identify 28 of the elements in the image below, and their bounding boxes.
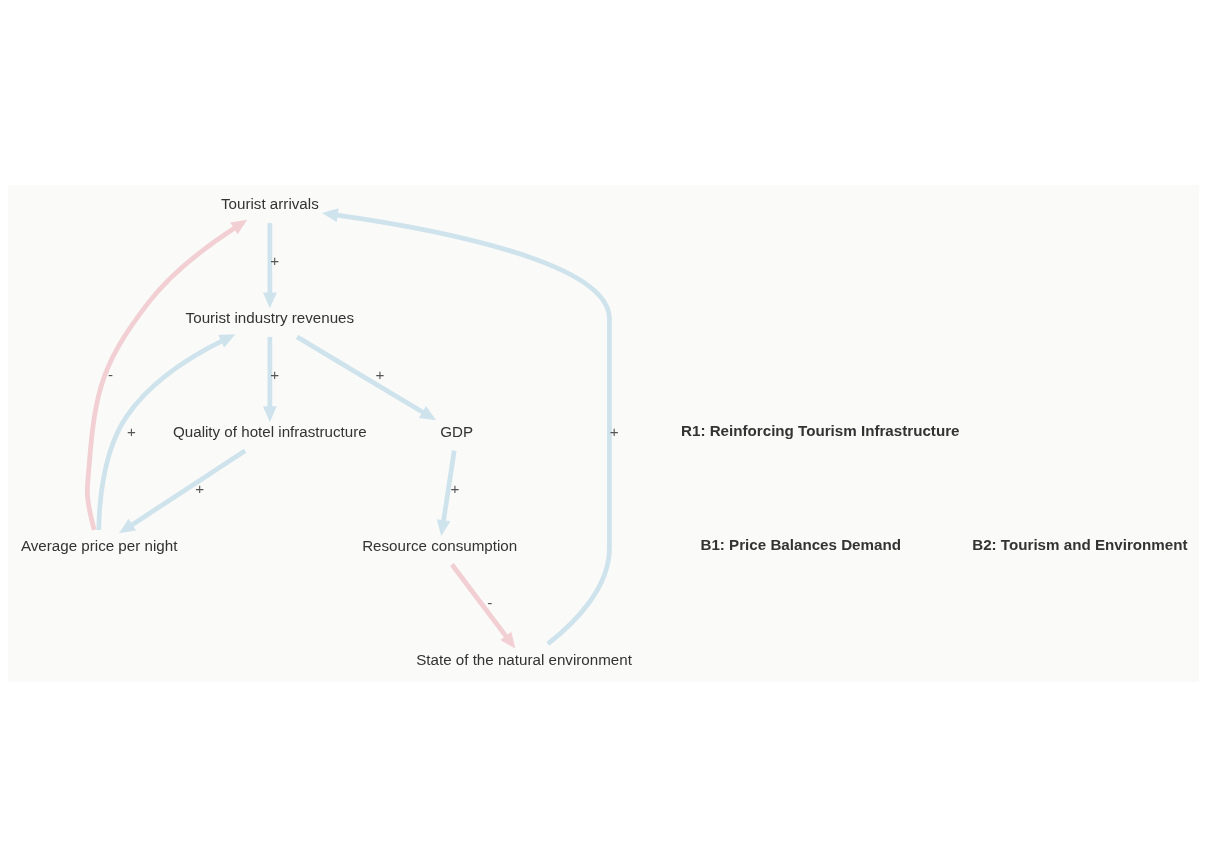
node-text: GDP: [440, 422, 474, 440]
edge-label: +: [450, 479, 460, 497]
arrow: [262, 336, 277, 422]
arrow: [84, 219, 248, 530]
node-text: Average price per night: [20, 536, 178, 554]
arrow: [450, 562, 516, 649]
arrow: [96, 333, 236, 530]
arrow: [262, 222, 277, 308]
node-text: State of the natural environment: [416, 650, 632, 668]
arrow: [436, 449, 457, 536]
label: R1: Reinforcing Tourism Infrastructure: [681, 421, 960, 439]
edge-label: +: [126, 422, 136, 440]
edge-label: -: [108, 365, 114, 383]
edge-label: +: [375, 365, 385, 383]
edge-label: +: [270, 251, 280, 269]
node-text: Quality of hotel infrastructure: [172, 422, 367, 440]
node-text: Resource consumption: [362, 536, 518, 554]
label: B1: Price Balances Demand: [700, 535, 901, 553]
edge-label: +: [609, 422, 619, 440]
arrow: [322, 207, 612, 646]
edge-label: +: [195, 479, 205, 497]
label: B2: Tourism and Environment: [972, 535, 1188, 553]
arrow: [295, 334, 437, 420]
arrow: [119, 448, 247, 533]
edge-label: +: [270, 365, 280, 383]
node-text: Tourist arrivals: [221, 194, 319, 212]
edge-label: -: [487, 593, 493, 611]
node-text: Tourist industry revenues: [185, 308, 355, 326]
